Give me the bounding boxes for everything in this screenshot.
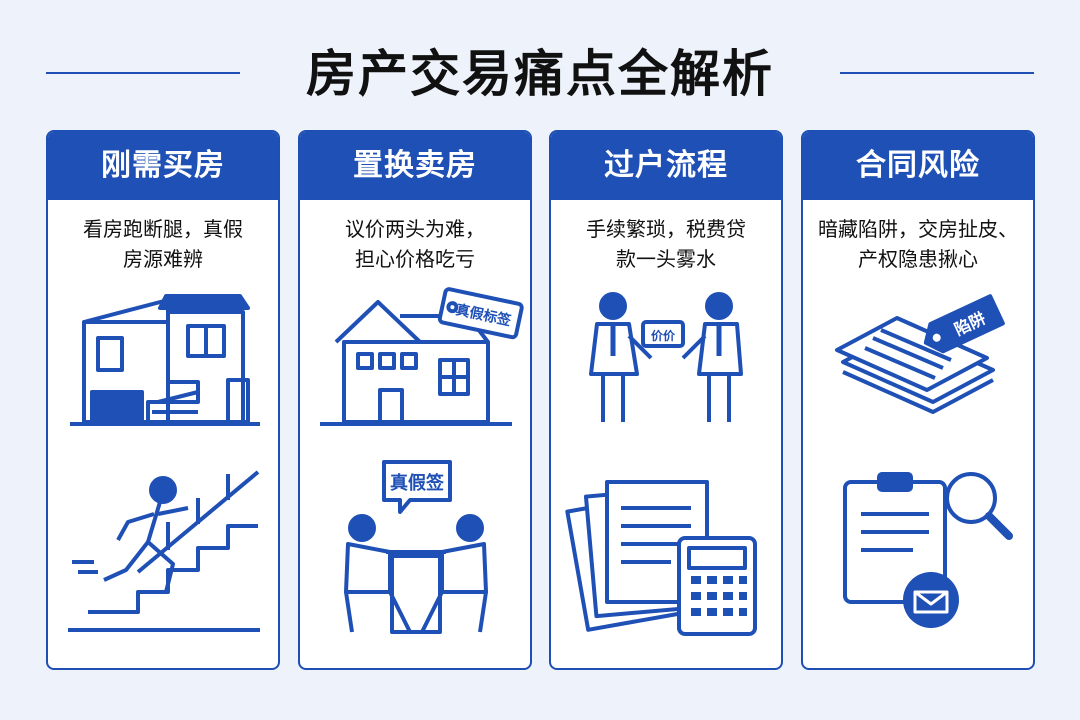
card-description: 暗藏陷阱，交房扯皮、 产权隐患揪心 [803,200,1033,271]
card-header: 置换卖房 [300,132,530,200]
clipboard-search-icon [803,452,1033,637]
card-header: 刚需买房 [48,132,278,200]
card-sell-house: 置换卖房 议价两头为难， 担心价格吃亏 真假标签 真假签 [298,130,532,670]
card-desc-line: 议价两头为难， [345,217,485,241]
card-header: 过户流程 [551,132,781,200]
house-icon [48,282,278,432]
page-title: 房产交易痛点全解析 [306,45,774,103]
card-desc-line: 手续繁琐，税费贷 [586,217,746,241]
card-header: 合同风险 [803,132,1033,200]
contract-trap-icon: 陷阱 [803,282,1033,432]
card-desc-line: 暗藏陷阱，交房扯皮、 [818,217,1018,241]
speech-bubble-label: 真假签 [390,472,445,494]
negotiation-icon: 真假签 [300,452,530,637]
price-tag-label: 价价 [651,329,676,343]
running-stairs-icon [48,452,278,637]
card-desc-line: 担心价格吃亏 [355,247,475,271]
title-row: 房产交易痛点全解析 [0,38,1080,110]
card-description: 看房跑断腿，真假 房源难辨 [48,200,278,271]
card-desc-line: 产权隐患揪心 [858,247,978,271]
house-price-tag-icon: 真假标签 [300,282,530,432]
card-desc-line: 看房跑断腿，真假 [83,217,243,241]
handshake-icon: 价价 [551,282,781,432]
card-description: 手续繁琐，税费贷 款一头雾水 [551,200,781,271]
card-buy-house: 刚需买房 看房跑断腿，真假 房源难辨 [46,130,280,670]
card-contract-risk: 合同风险 暗藏陷阱，交房扯皮、 产权隐患揪心 陷阱 [801,130,1035,670]
card-description: 议价两头为难， 担心价格吃亏 [300,200,530,271]
card-transfer-process: 过户流程 手续繁琐，税费贷 款一头雾水 价价 [549,130,783,670]
card-desc-line: 房源难辨 [123,247,203,271]
documents-calculator-icon [551,452,781,637]
title-divider-right [840,72,1034,74]
title-divider-left [46,72,240,74]
card-desc-line: 款一头雾水 [616,247,716,271]
